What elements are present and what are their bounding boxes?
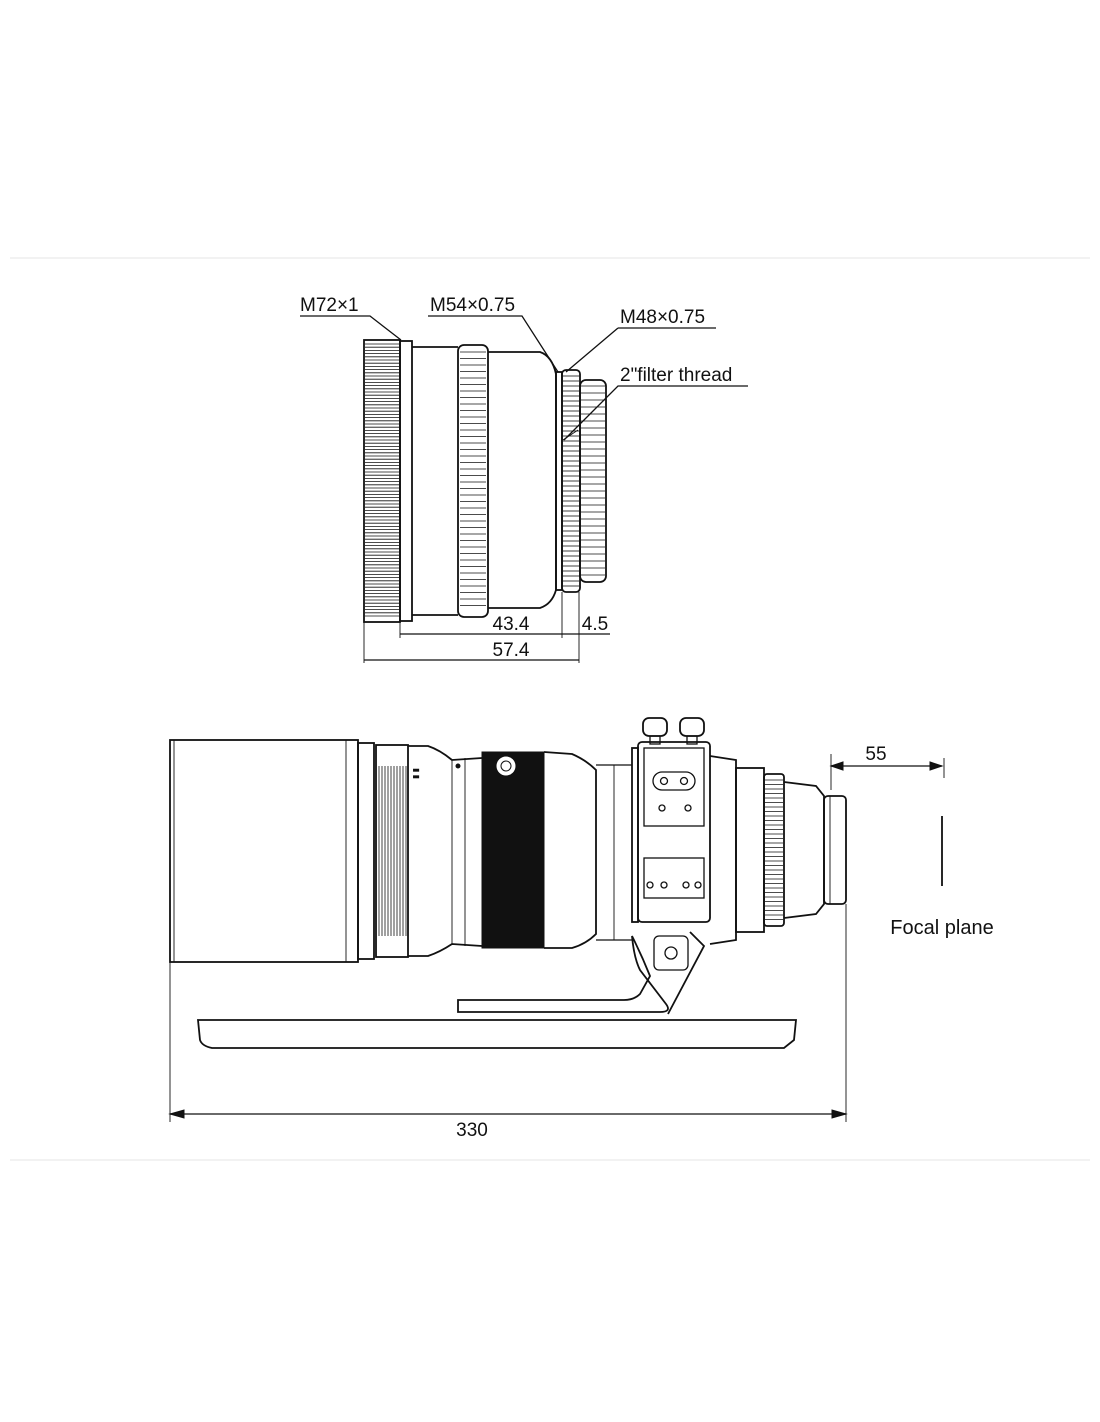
tube-body-left	[412, 346, 458, 616]
dim-55: 55	[865, 744, 886, 765]
rear-tube-step	[709, 755, 737, 945]
label-m72: M72×1	[300, 295, 359, 316]
leader-filter-thread	[563, 385, 748, 441]
grip-band	[481, 751, 545, 949]
label-filter-thread: 2"filter thread	[620, 365, 732, 386]
front-focus-knurl	[378, 766, 407, 936]
rear-tube	[735, 767, 765, 933]
label-m54: M54×0.75	[430, 295, 515, 316]
dovetail-plate	[197, 1019, 797, 1049]
mount-arm-back	[667, 931, 706, 1015]
front-focus-ring	[375, 744, 409, 958]
dim-43-4: 43.4	[493, 614, 530, 635]
rear-focus-ring	[763, 773, 785, 927]
dim-57-4: 57.4	[493, 640, 530, 661]
clamp-bottom-block	[643, 857, 705, 899]
mount-block	[653, 935, 689, 971]
tube-clamp	[637, 741, 711, 923]
clamp-knob-left	[642, 717, 668, 737]
mount-arm	[457, 935, 669, 1013]
leader-m72	[300, 315, 402, 341]
m72-knurl-lines	[365, 343, 399, 617]
scale-marks: ▮ ▮	[412, 768, 421, 779]
dim-4-5: 4.5	[582, 614, 608, 635]
camera-adapter	[823, 795, 847, 905]
leader-m54	[428, 315, 559, 373]
clamp-slot	[652, 771, 696, 791]
dot-marker	[455, 763, 461, 769]
m72-flange	[399, 340, 413, 622]
shield-step	[357, 742, 375, 960]
m48-knurl-lines	[563, 375, 579, 587]
middle-knurl-lines	[460, 351, 486, 606]
dew-shield	[169, 739, 359, 963]
rear-gear-ring	[579, 379, 607, 583]
dim-330: 330	[456, 1120, 488, 1141]
label-focal-plane: Focal plane	[890, 917, 993, 939]
telescope-side-view: ▮ ▮	[168, 717, 945, 1122]
rear-gear-teeth	[581, 385, 605, 576]
clamp-top-block	[643, 747, 705, 827]
rear-focus-knurl	[765, 779, 783, 920]
middle-knurled-ring	[457, 344, 489, 618]
logo-icon	[495, 755, 517, 777]
label-m48: M48×0.75	[620, 307, 705, 328]
adapter-side-view	[300, 315, 748, 663]
leader-m48	[565, 327, 619, 373]
focuser-body	[783, 781, 825, 919]
clamp-knob-right	[679, 717, 705, 737]
main-tube-mid	[543, 751, 597, 949]
tube-cone	[488, 351, 557, 609]
main-tube-front	[408, 745, 483, 957]
